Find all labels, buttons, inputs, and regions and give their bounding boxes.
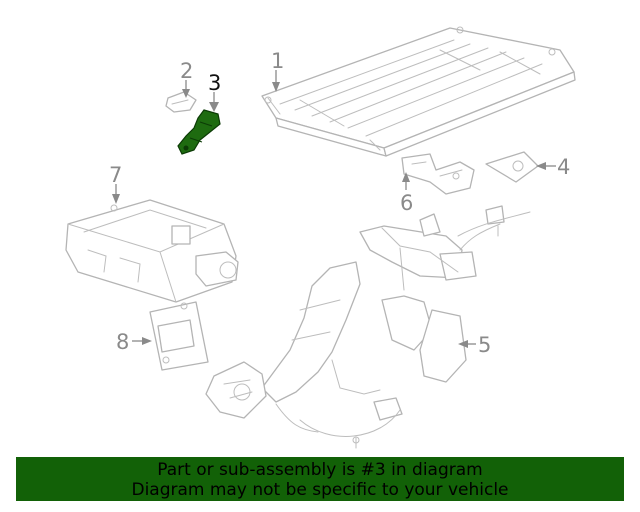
parts-diagram: 1 2 3 4 5 6 7 8 [65, 26, 576, 449]
part-6-bracket [401, 153, 475, 195]
callout-4: 4 [557, 155, 570, 179]
banner-line-disclaimer: Diagram may not be specific to your vehi… [131, 480, 509, 500]
part-8-bracket-plate [149, 301, 209, 371]
part-7-module [65, 199, 239, 303]
part-4-plate [485, 151, 539, 183]
info-banner: Part or sub-assembly is #3 in diagram Di… [16, 457, 624, 501]
callout-6: 6 [400, 191, 413, 215]
part-3-highlighted-bracket [177, 109, 221, 155]
callout-2: 2 [180, 59, 193, 83]
part-1-battery-tray [261, 26, 576, 157]
callout-7: 7 [109, 163, 122, 187]
callout-3: 3 [208, 71, 221, 95]
callout-5: 5 [478, 333, 491, 357]
banner-line-part-number: Part or sub-assembly is #3 in diagram [157, 460, 483, 480]
callout-leaders [112, 70, 556, 348]
callout-8: 8 [116, 330, 129, 354]
part-2-clip [165, 91, 197, 113]
callout-1: 1 [271, 49, 284, 73]
part-5-wiring-harness [205, 205, 531, 449]
